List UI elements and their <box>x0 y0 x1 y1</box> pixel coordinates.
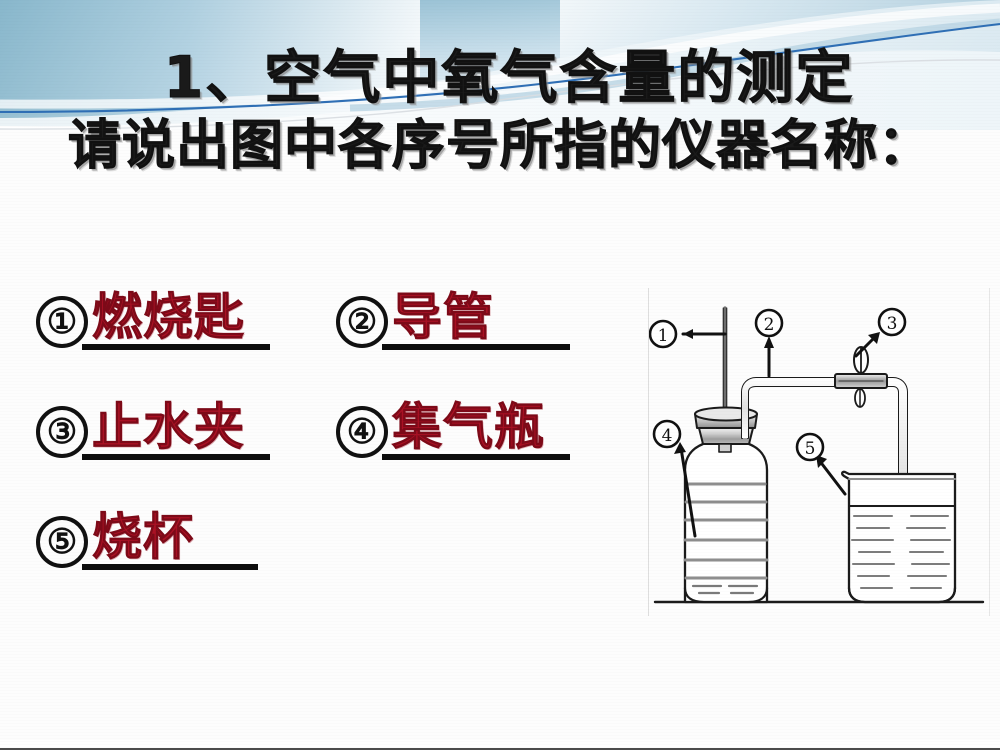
answer-text-3: 止水夹 <box>92 398 245 456</box>
page-subtitle: 请说出图中各序号所指的仪器名称： <box>68 115 932 177</box>
answer-blank-3[interactable]: 止水夹 <box>82 402 270 460</box>
circled-number-1: ① <box>36 296 88 348</box>
answer-blank-1[interactable]: 燃烧匙 <box>82 292 270 350</box>
answer-blank-2[interactable]: 导管 <box>382 292 570 350</box>
callout-leader-4 <box>674 442 697 538</box>
answer-row-1: ① 燃烧匙 ② 导管 <box>36 292 636 350</box>
svg-text:4: 4 <box>662 426 673 446</box>
diagram-callout-labels: 1 2 3 4 5 <box>649 307 907 462</box>
answer-text-4: 集气瓶 <box>392 398 545 456</box>
callout-leader-1 <box>681 329 727 339</box>
callout-leader-5 <box>816 455 847 496</box>
answer-row-3: ⑤ 烧杯 <box>36 512 636 570</box>
answer-text-1: 燃烧匙 <box>92 288 245 346</box>
apparatus-diagram: 1 2 3 4 5 <box>648 288 990 616</box>
gas-collecting-bottle <box>683 426 769 604</box>
answer-blank-5[interactable]: 烧杯 <box>82 512 258 570</box>
title-block: 1、空气中氧气含量的测定 请说出图中各序号所指的仪器名称： <box>0 45 1000 177</box>
answer-text-2: 导管 <box>392 288 494 346</box>
svg-text:2: 2 <box>764 315 775 335</box>
diagram-callout-1: 1 <box>649 319 678 349</box>
answer-item-1[interactable]: ① 燃烧匙 <box>36 292 336 350</box>
circled-number-4: ④ <box>336 406 388 458</box>
page-title: 1、空气中氧气含量的测定 <box>163 45 855 111</box>
banner-ribbon-white <box>0 3 1000 109</box>
circled-number-3: ③ <box>36 406 88 458</box>
banner-hairline <box>0 59 1000 130</box>
svg-text:1: 1 <box>658 326 669 346</box>
banner-accent-line <box>0 22 1000 114</box>
beaker <box>841 470 957 604</box>
svg-text:3: 3 <box>887 314 898 334</box>
bottle-water <box>691 584 759 595</box>
answer-item-4[interactable]: ④ 集气瓶 <box>336 402 636 460</box>
answer-row-2: ③ 止水夹 ④ 集气瓶 <box>36 402 636 460</box>
circled-number-5: ⑤ <box>36 516 88 568</box>
answer-item-5[interactable]: ⑤ 烧杯 <box>36 512 336 570</box>
diagram-callout-5: 5 <box>795 432 825 462</box>
pinch-clamp <box>834 346 888 408</box>
callout-leader-2 <box>764 336 774 378</box>
circled-number-2: ② <box>336 296 388 348</box>
svg-text:5: 5 <box>805 439 816 459</box>
answer-item-2[interactable]: ② 导管 <box>336 292 636 350</box>
answer-blank-4[interactable]: 集气瓶 <box>382 402 570 460</box>
callout-leader-3 <box>854 332 880 358</box>
answer-item-3[interactable]: ③ 止水夹 <box>36 402 336 460</box>
diagram-callout-3: 3 <box>877 307 907 337</box>
beaker-water <box>850 514 952 590</box>
diagram-callout-2: 2 <box>754 308 784 338</box>
answer-text-5: 烧杯 <box>92 508 194 566</box>
banner-ribbon-blue-pale <box>349 18 1000 112</box>
answer-list: ① 燃烧匙 ② 导管 ③ 止水夹 ④ 集 <box>36 292 636 622</box>
header-banner <box>0 0 1000 130</box>
diagram-callout-4: 4 <box>652 419 682 449</box>
